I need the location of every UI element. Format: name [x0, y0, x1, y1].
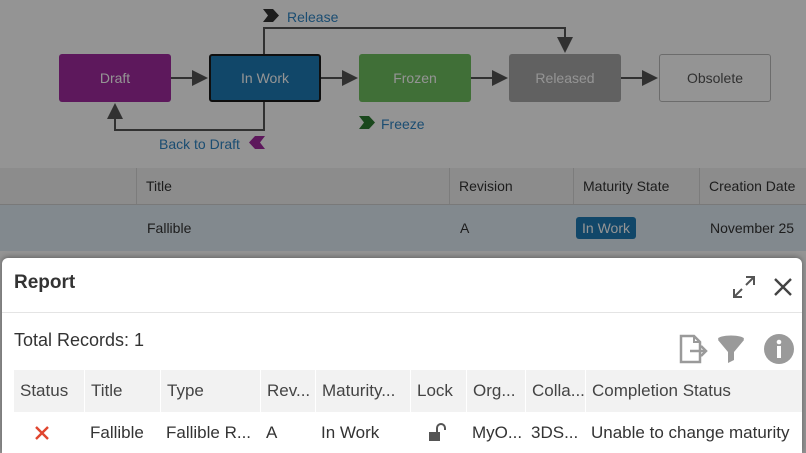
- report-col-status[interactable]: Status: [20, 381, 69, 400]
- arrow-release-path: [263, 27, 573, 54]
- report-row-collaborative-space: 3DS...: [531, 423, 579, 442]
- report-col-revision[interactable]: Rev...: [260, 370, 315, 412]
- close-icon[interactable]: [770, 274, 796, 300]
- report-col-lock[interactable]: Lock: [410, 370, 466, 412]
- row-revision: A: [460, 220, 470, 236]
- report-panel: Report Total Records: 1: [2, 258, 802, 453]
- report-title: Report: [14, 272, 76, 293]
- report-row-revision: A: [266, 423, 278, 442]
- filter-icon[interactable]: [713, 331, 749, 367]
- release-chevron-icon: [263, 9, 279, 22]
- column-header-creation-date[interactable]: Creation Date: [699, 168, 806, 204]
- report-row-type: Fallible R...: [166, 423, 252, 442]
- freeze-chevron-icon: [359, 116, 375, 129]
- row-creation-date: November 25: [710, 220, 795, 236]
- row-maturity-cell: In Work: [566, 205, 699, 251]
- maximize-icon[interactable]: [731, 274, 757, 300]
- report-row-maturity: In Work: [321, 423, 380, 442]
- report-col-organization[interactable]: Org...: [466, 370, 525, 412]
- grid-header: Title Revision Maturity State Creation D…: [0, 168, 806, 205]
- freeze-transition-link[interactable]: Freeze: [381, 116, 425, 132]
- back-to-draft-chevron-icon: [249, 136, 265, 149]
- state-frozen[interactable]: Frozen: [359, 54, 471, 102]
- report-col-title[interactable]: Title: [84, 370, 160, 412]
- report-row-title: Fallible: [90, 423, 144, 442]
- state-draft[interactable]: Draft: [59, 54, 171, 102]
- report-col-collaborative-space[interactable]: Colla...: [525, 370, 585, 412]
- grid-empty-area: [0, 251, 806, 261]
- report-table-row[interactable]: Fallible Fallible R... A In Work MyO... …: [14, 413, 802, 453]
- unlocked-icon: [422, 413, 466, 453]
- info-icon[interactable]: [761, 331, 797, 367]
- release-transition-link[interactable]: Release: [287, 9, 339, 25]
- error-x-icon: [28, 413, 68, 453]
- export-icon[interactable]: [674, 331, 710, 367]
- report-col-completion-status[interactable]: Completion Status: [585, 370, 802, 412]
- state-in-work[interactable]: In Work: [209, 54, 321, 102]
- state-released[interactable]: Released: [509, 54, 621, 102]
- column-header-title[interactable]: Title: [136, 168, 449, 204]
- report-row-organization: MyO...: [472, 423, 523, 442]
- row-title: Fallible: [147, 220, 192, 236]
- back-to-draft-transition-link[interactable]: Back to Draft: [159, 136, 240, 152]
- lifecycle-diagram: Draft In Work Frozen Released Obsolete R…: [0, 0, 806, 168]
- maturity-state-badge[interactable]: In Work: [576, 217, 636, 239]
- column-header-revision[interactable]: Revision: [449, 168, 573, 204]
- report-col-type[interactable]: Type: [160, 370, 260, 412]
- report-col-maturity[interactable]: Maturity...: [315, 370, 410, 412]
- column-header-maturity-state[interactable]: Maturity State: [573, 168, 699, 204]
- report-row-completion-status: Unable to change maturity: [591, 423, 790, 442]
- report-table-header: Status Title Type Rev... Maturity... Loc…: [14, 370, 802, 412]
- report-header-divider: [2, 312, 802, 313]
- state-obsolete[interactable]: Obsolete: [659, 54, 771, 102]
- total-records-label: Total Records: 1: [14, 330, 145, 350]
- arrow-back-to-draft-path: [107, 102, 265, 131]
- transition-arrows: [107, 27, 658, 131]
- table-row[interactable]: Fallible A In Work November 25: [0, 205, 806, 251]
